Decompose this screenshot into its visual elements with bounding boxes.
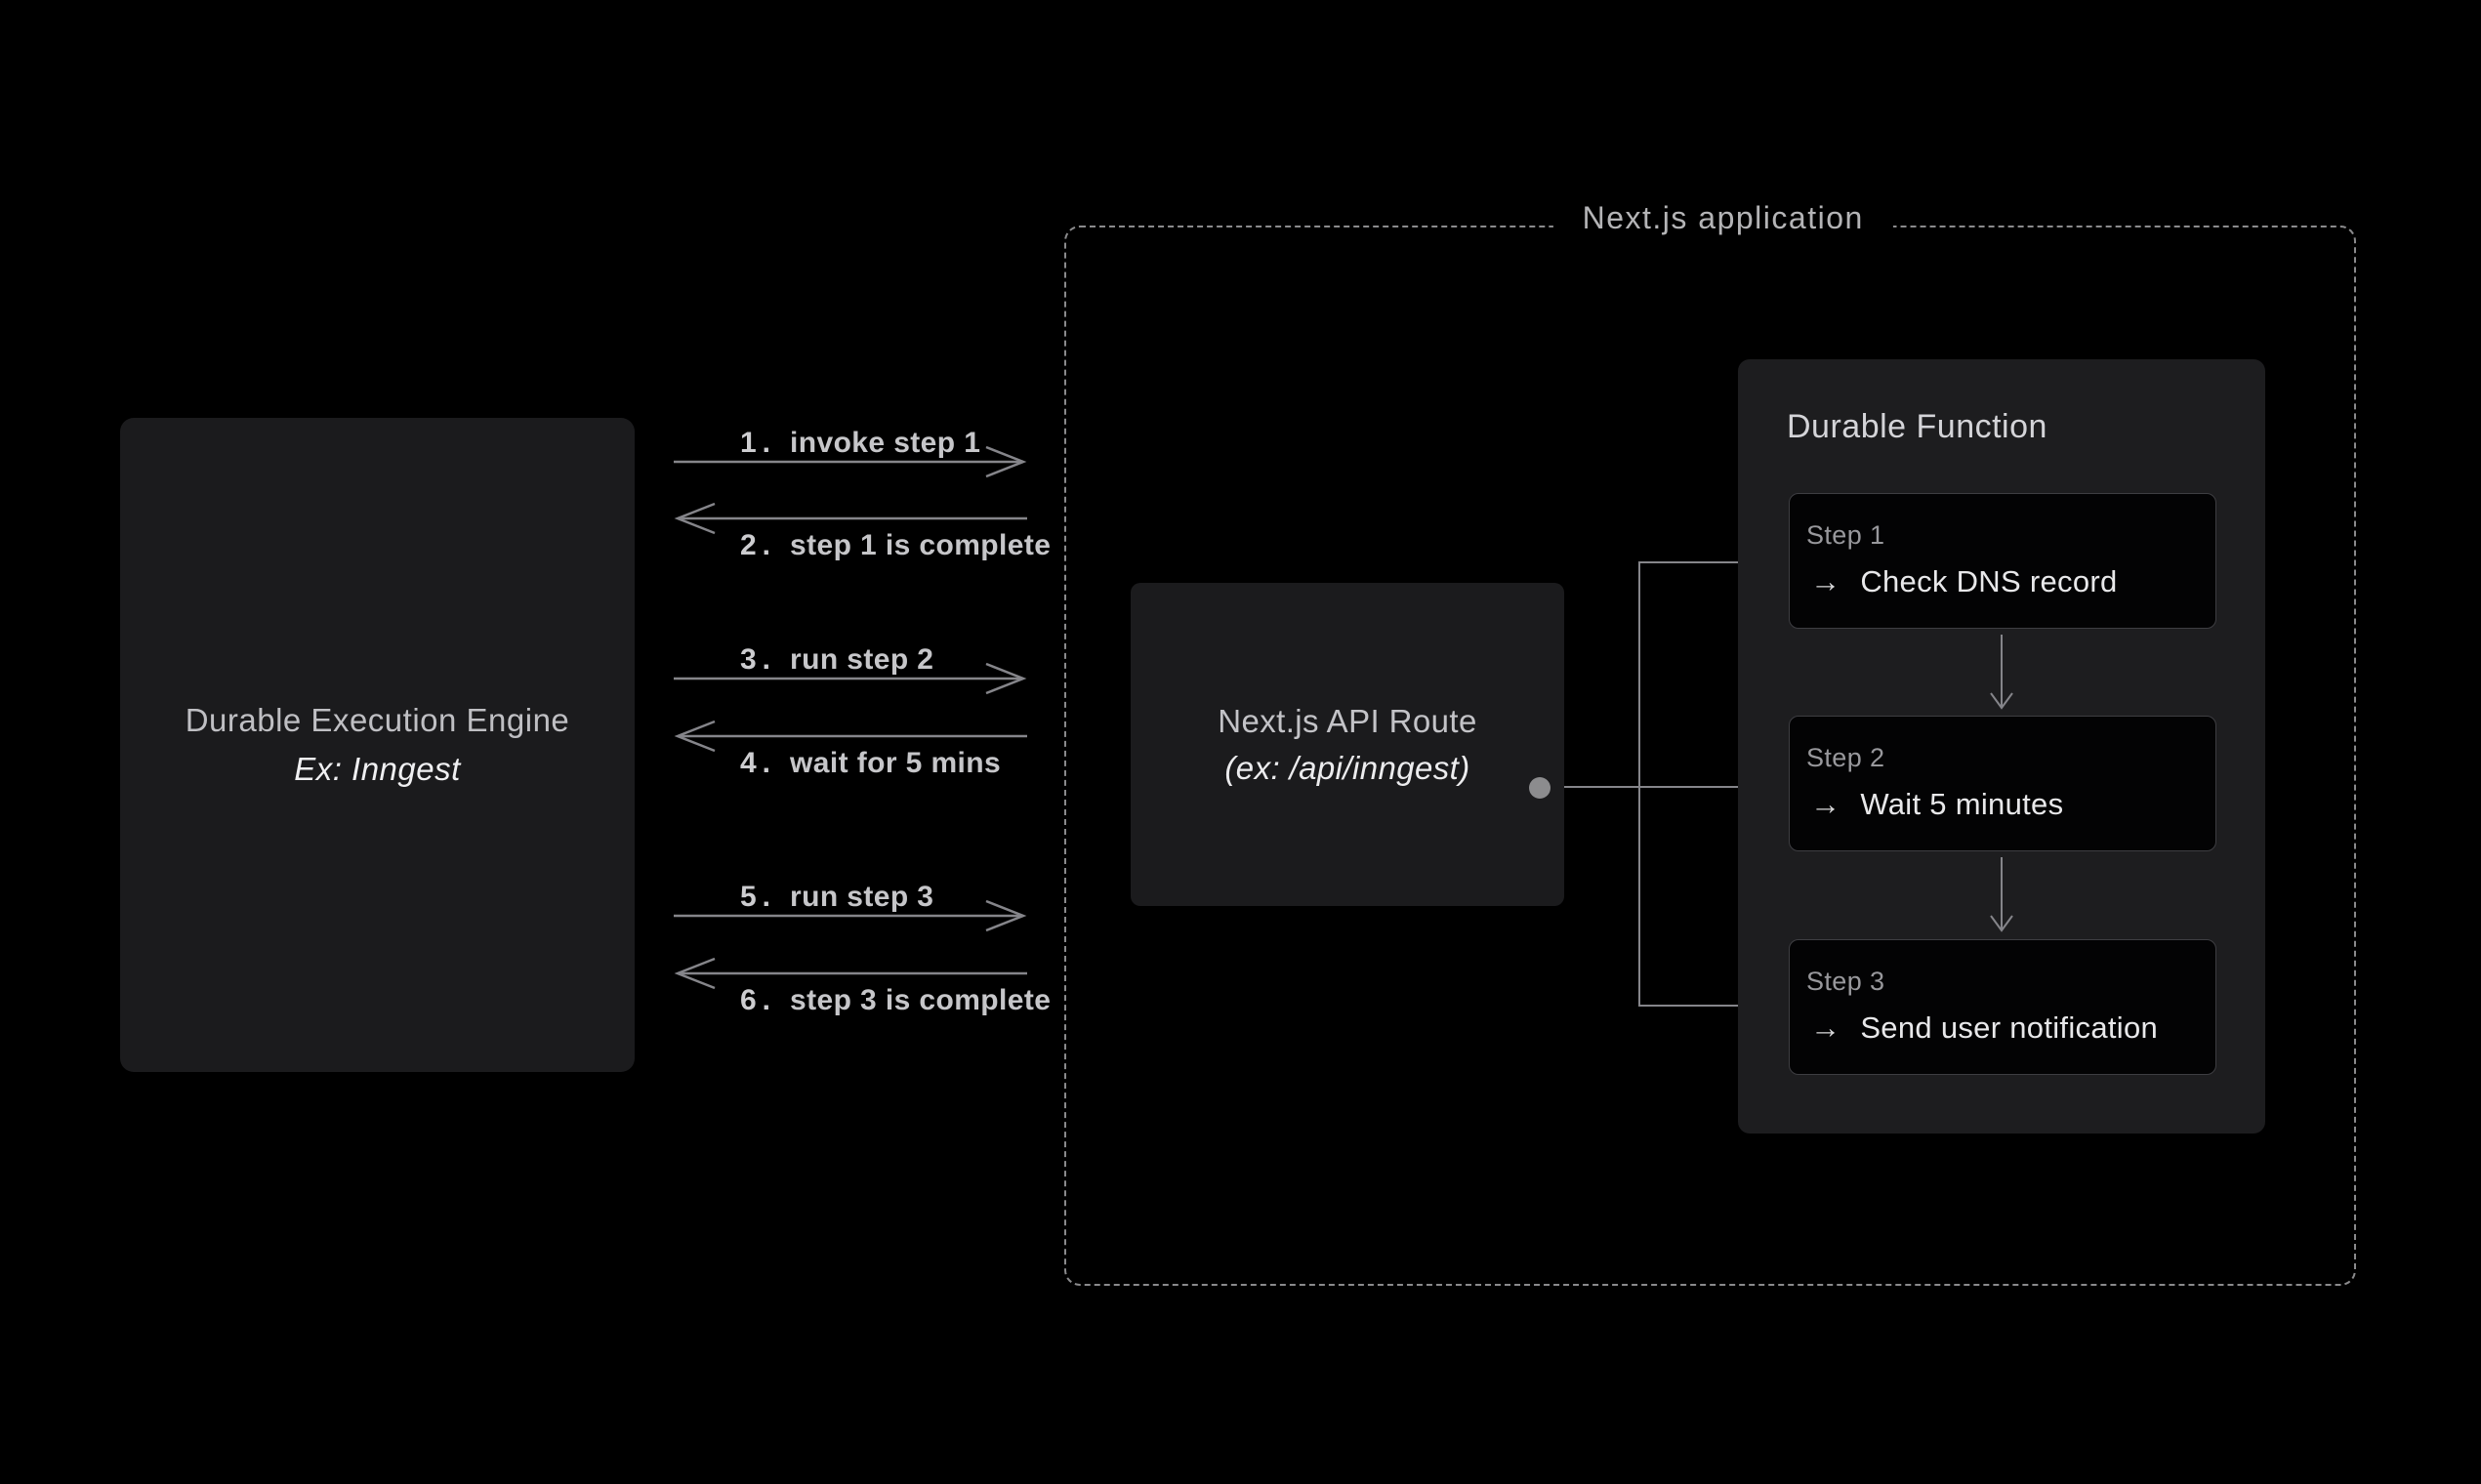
step-content: → Send user notification [1810,1010,2158,1046]
arrow-left-icon [674,957,1027,990]
message-label-6: 6. step 3 is complete [740,981,1051,1020]
message-label-4: 4. wait for 5 mins [740,744,1001,783]
connector-line-bottom [1639,1005,1789,1007]
message-num: 2. [740,529,777,561]
message-text: run step 2 [790,643,934,676]
message-text: run step 3 [790,881,934,913]
step-card-1: Step 1 → Check DNS record [1789,493,2216,629]
step-card-3: Step 3 → Send user notification [1789,939,2216,1075]
message-num: 4. [740,747,777,779]
connector-dot [1529,777,1551,799]
step-card-2: Step 2 → Wait 5 minutes [1789,716,2216,851]
step-content: → Wait 5 minutes [1810,787,2063,822]
step-label: Step 2 [1806,743,1885,772]
message-num: 1. [740,427,777,459]
engine-subtitle: Ex: Inngest [294,751,461,787]
message-num: 5. [740,881,777,913]
connector-line-middle [1540,786,1789,788]
api-route-title: Next.js API Route [1218,702,1477,739]
message-text: step 1 is complete [790,529,1052,561]
step-label: Step 3 [1806,967,1885,996]
durable-function-panel: Durable Function Step 1 → Check DNS reco… [1738,359,2265,1134]
nextjs-application-label: Next.js application [1552,197,1893,238]
arrow-down-icon [1990,857,2013,932]
arrow-down-icon [1990,635,2013,710]
api-route-box: Next.js API Route (ex: /api/inngest) [1131,583,1564,906]
engine-title: Durable Execution Engine [185,702,570,738]
right-arrow-icon: → [1810,564,1841,598]
nextjs-application-container: Next.js application [1064,197,2356,1286]
right-arrow-icon: → [1810,787,1841,821]
message-label-5: 5. run step 3 [740,878,933,917]
connector-line-top [1639,561,1789,563]
step-text: Wait 5 minutes [1860,787,2064,821]
right-arrow-icon: → [1810,1010,1841,1045]
step-content: → Check DNS record [1810,564,2118,599]
durable-function-title: Durable Function [1787,408,2047,445]
message-text: invoke step 1 [790,427,981,459]
connector-trunk [1638,561,1640,1007]
message-label-3: 3. run step 2 [740,640,933,680]
step-text: Send user notification [1860,1010,2159,1045]
message-label-2: 2. step 1 is complete [740,526,1051,565]
step-text: Check DNS record [1860,564,2118,598]
durable-execution-engine-box: Durable Execution Engine Ex: Inngest [120,418,635,1072]
step-label: Step 1 [1806,520,1885,550]
arrow-left-icon [674,502,1027,535]
arrow-right-icon [674,662,1027,695]
message-num: 6. [740,984,777,1016]
arrow-right-icon [674,899,1027,932]
message-text: wait for 5 mins [790,747,1002,779]
arrow-left-icon [674,720,1027,753]
message-num: 3. [740,643,777,676]
message-label-1: 1. invoke step 1 [740,424,980,463]
arrow-right-icon [674,445,1027,478]
api-route-subtitle: (ex: /api/inngest) [1224,749,1470,786]
message-text: step 3 is complete [790,984,1052,1016]
